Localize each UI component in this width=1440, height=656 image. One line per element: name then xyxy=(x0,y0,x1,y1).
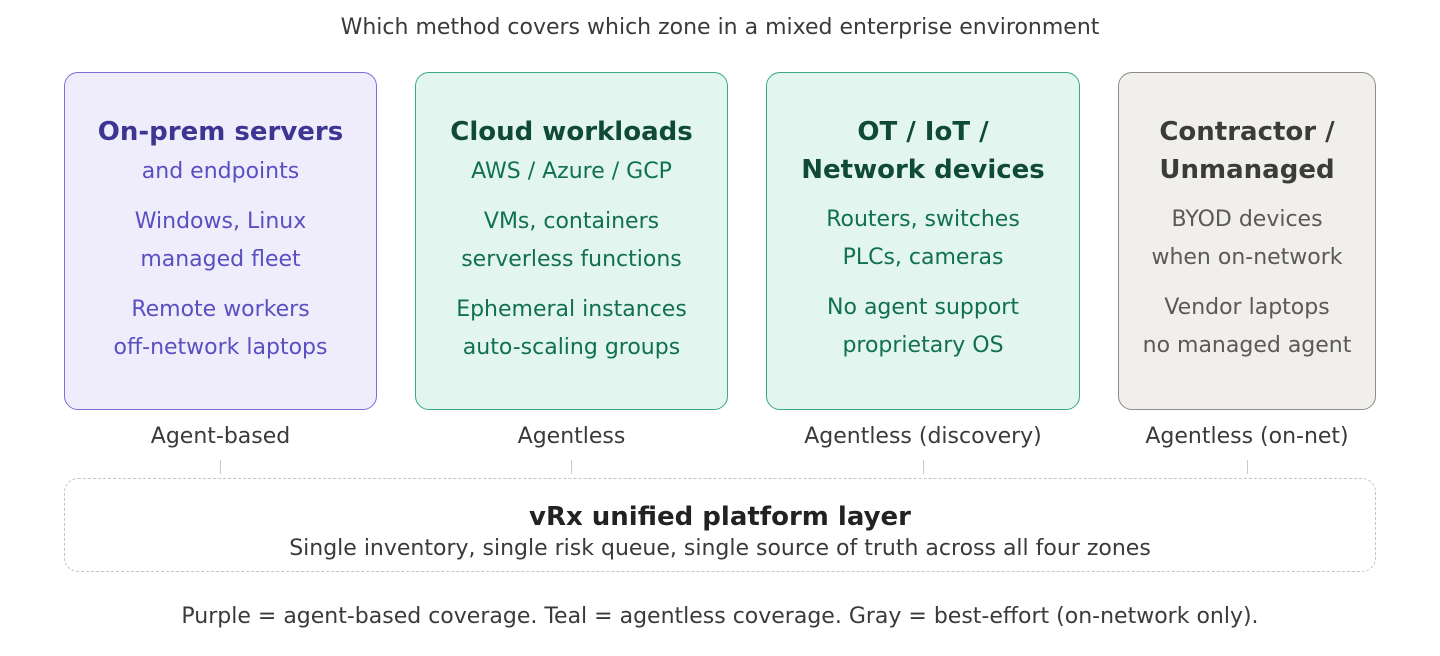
zone-title: Network devices xyxy=(801,155,1045,185)
zone-detail-line: Remote workers xyxy=(131,297,310,322)
connector-line xyxy=(571,460,572,474)
zone-detail-line: VMs, containers xyxy=(483,209,660,234)
zone-detail-group: Remote workers off-network laptops xyxy=(114,291,328,367)
zone-detail-line: Windows, Linux xyxy=(134,209,307,234)
zone-detail-group: Windows, Linux managed fleet xyxy=(135,203,306,279)
zone-title: OT / IoT / xyxy=(857,117,989,147)
zone-detail-line: no managed agent xyxy=(1142,333,1352,358)
zone-detail-line: BYOD devices xyxy=(1171,207,1323,232)
zone-detail-line: auto-scaling groups xyxy=(462,335,681,360)
legend-footnote: Purple = agent-based coverage. Teal = ag… xyxy=(181,604,1259,629)
zone-detail-group: Vendor laptops no managed agent xyxy=(1143,289,1352,365)
zone-detail-line: when on-network xyxy=(1151,245,1343,270)
zone-title: Cloud workloads xyxy=(450,117,693,147)
zone-detail-group: BYOD devices when on-network xyxy=(1151,201,1342,277)
zone-detail-line: Ephemeral instances xyxy=(456,297,687,322)
method-label-agentless-on-net: Agentless (on-net) xyxy=(1145,424,1349,449)
diagram-subtitle: Which method covers which zone in a mixe… xyxy=(340,15,1100,40)
connector-line xyxy=(923,460,924,474)
zone-detail-group: Routers, switches PLCs, cameras xyxy=(826,201,1020,277)
zone-detail-group: No agent support proprietary OS xyxy=(827,289,1019,365)
zone-detail-line: Vendor laptops xyxy=(1164,295,1330,320)
zone-card-ot-iot: OT / IoT / Network devices Routers, swit… xyxy=(766,72,1080,410)
zone-title: Contractor / xyxy=(1159,117,1335,147)
zone-card-cloud: Cloud workloads AWS / Azure / GCP VMs, c… xyxy=(415,72,728,410)
zone-detail-line: managed fleet xyxy=(140,247,301,272)
zone-detail-line: serverless functions xyxy=(461,247,682,272)
zone-detail-line: proprietary OS xyxy=(842,333,1004,358)
zone-subtitle: AWS / Azure / GCP xyxy=(471,159,672,184)
method-label-agentless: Agentless xyxy=(517,424,626,449)
method-label-agent-based: Agent-based xyxy=(150,424,291,449)
zone-detail-group: VMs, containers serverless functions xyxy=(461,203,682,279)
zone-detail-group: Ephemeral instances auto-scaling groups xyxy=(456,291,687,367)
zone-title: Unmanaged xyxy=(1159,155,1335,185)
platform-description: Single inventory, single risk queue, sin… xyxy=(289,536,1151,561)
zone-detail-line: PLCs, cameras xyxy=(842,245,1004,270)
zone-subtitle: and endpoints xyxy=(141,159,300,184)
zone-title: On-prem servers xyxy=(97,117,344,147)
zone-card-contractor: Contractor / Unmanaged BYOD devices when… xyxy=(1118,72,1376,410)
platform-layer-box: vRx unified platform layer Single invent… xyxy=(64,478,1376,572)
connector-line xyxy=(1247,460,1248,474)
zone-detail-line: No agent support xyxy=(827,295,1019,320)
platform-title: vRx unified platform layer xyxy=(529,502,911,532)
zone-detail-line: Routers, switches xyxy=(826,207,1020,232)
method-label-agentless-discovery: Agentless (discovery) xyxy=(804,424,1042,449)
zone-detail-line: off-network laptops xyxy=(113,335,328,360)
connector-line xyxy=(220,460,221,474)
zone-card-on-prem: On-prem servers and endpoints Windows, L… xyxy=(64,72,377,410)
